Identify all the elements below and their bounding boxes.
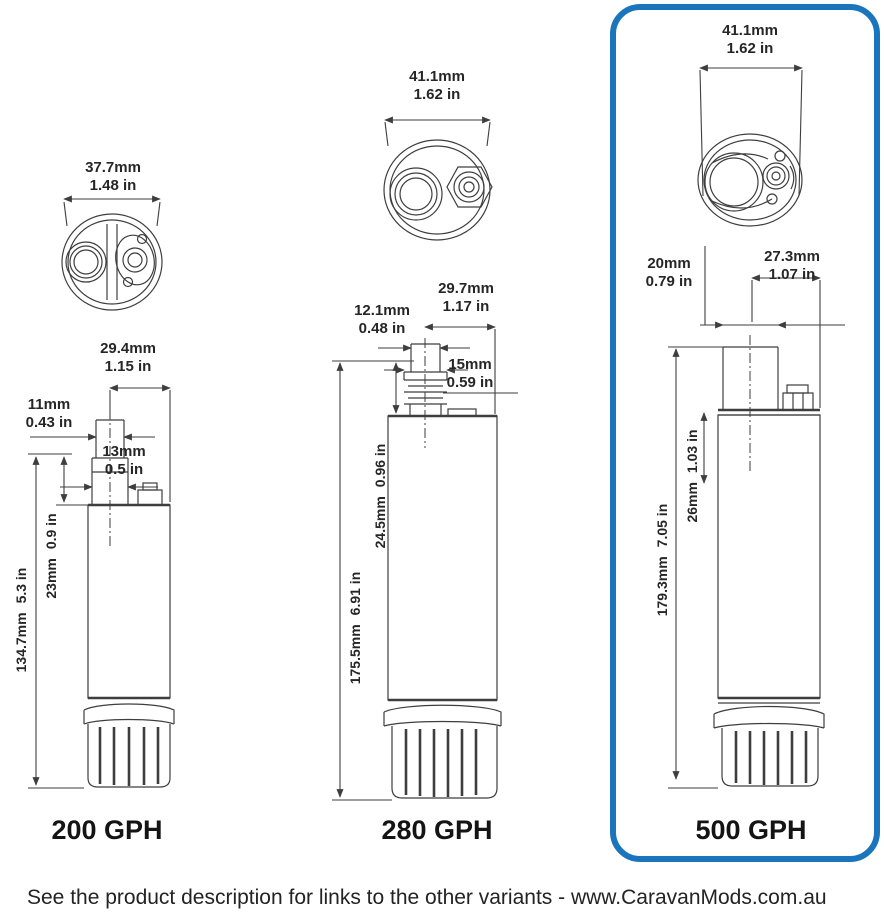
in-value: 1.07 in (768, 266, 816, 283)
mm-value: 41.1mm (722, 22, 778, 39)
mm-value: 29.4mm (100, 340, 156, 357)
dim-body-width-280gph: 29.7mm 1.17 in (438, 280, 494, 316)
in-value: 1.03 in (684, 429, 700, 474)
dim-collar-od-200gph: 13mm 0.5 in (102, 443, 145, 479)
mm-value: 175.5mm (347, 624, 363, 685)
dim-outlet-od-200gph: 11mm 0.43 in (26, 396, 73, 432)
label-200gph: 200 GPH (51, 815, 163, 845)
mm-value: 12.1mm (354, 302, 410, 319)
in-value: 0.5 in (104, 461, 144, 478)
in-value: 6.91 in (347, 571, 363, 616)
label-280gph: 280 GPH (381, 815, 493, 845)
dim-barb-od-280gph: 15mm 0.59 in (447, 356, 494, 392)
label-500gph: 500 GPH (695, 815, 807, 845)
pump-500gph-drawing (668, 64, 845, 789)
mm-value: 11mm (27, 396, 71, 413)
in-value: 1.48 in (89, 177, 137, 194)
dim-outlet-height-280gph: 24.5mm 0.96 in (372, 444, 388, 549)
in-value: 1.17 in (442, 298, 490, 315)
mm-value: 13mm (102, 443, 146, 460)
dim-total-height-500gph: 179.3mm 7.05 in (654, 504, 670, 617)
dim-outlet-od-500gph: 20mm 0.79 in (646, 255, 693, 291)
mm-value: 26mm (684, 482, 700, 523)
mm-value: 24.5mm (372, 496, 388, 549)
mm-value: 29.7mm (438, 280, 494, 297)
in-value: 1.15 in (104, 358, 152, 375)
dim-outlet-height-500gph: 26mm 1.03 in (684, 429, 700, 522)
mm-value: 15mm (448, 356, 492, 373)
mm-value: 134.7mm (13, 612, 29, 673)
in-value: 0.79 in (645, 273, 693, 290)
in-value: 1.62 in (726, 40, 774, 57)
mm-value: 41.1mm (409, 68, 465, 85)
in-value: 1.62 in (413, 86, 461, 103)
in-value: 0.9 in (43, 513, 59, 550)
dim-body-width-500gph: 27.3mm 1.07 in (764, 248, 820, 284)
in-value: 5.3 in (13, 567, 29, 604)
in-value: 0.59 in (446, 374, 494, 391)
dim-total-height-280gph: 175.5mm 6.91 in (347, 572, 363, 685)
in-value: 0.43 in (25, 414, 73, 431)
in-value: 0.48 in (358, 320, 406, 337)
mm-value: 27.3mm (764, 248, 820, 265)
pump-200gph-drawing (28, 195, 175, 789)
mm-value: 20mm (647, 255, 691, 272)
dim-outlet-height-200gph: 23mm 0.9 in (43, 513, 59, 598)
dim-outlet-od-280gph: 12.1mm 0.48 in (354, 302, 410, 338)
dim-top-diameter-280gph: 41.1mm 1.62 in (409, 68, 465, 104)
pump-280gph-drawing (332, 116, 518, 801)
mm-value: 23mm (43, 558, 59, 599)
footer-text: See the product description for links to… (27, 886, 827, 909)
highlight-box-500gph (610, 4, 880, 862)
in-value: 7.05 in (654, 503, 670, 548)
dim-body-width-200gph: 29.4mm 1.15 in (100, 340, 156, 376)
dim-top-diameter-200gph: 37.7mm 1.48 in (85, 159, 141, 195)
mm-value: 37.7mm (85, 159, 141, 176)
mm-value: 179.3mm (654, 556, 670, 617)
dim-total-height-200gph: 134.7mm 5.3 in (13, 568, 29, 673)
dim-top-diameter-500gph: 41.1mm 1.62 in (722, 22, 778, 58)
in-value: 0.96 in (372, 443, 388, 488)
